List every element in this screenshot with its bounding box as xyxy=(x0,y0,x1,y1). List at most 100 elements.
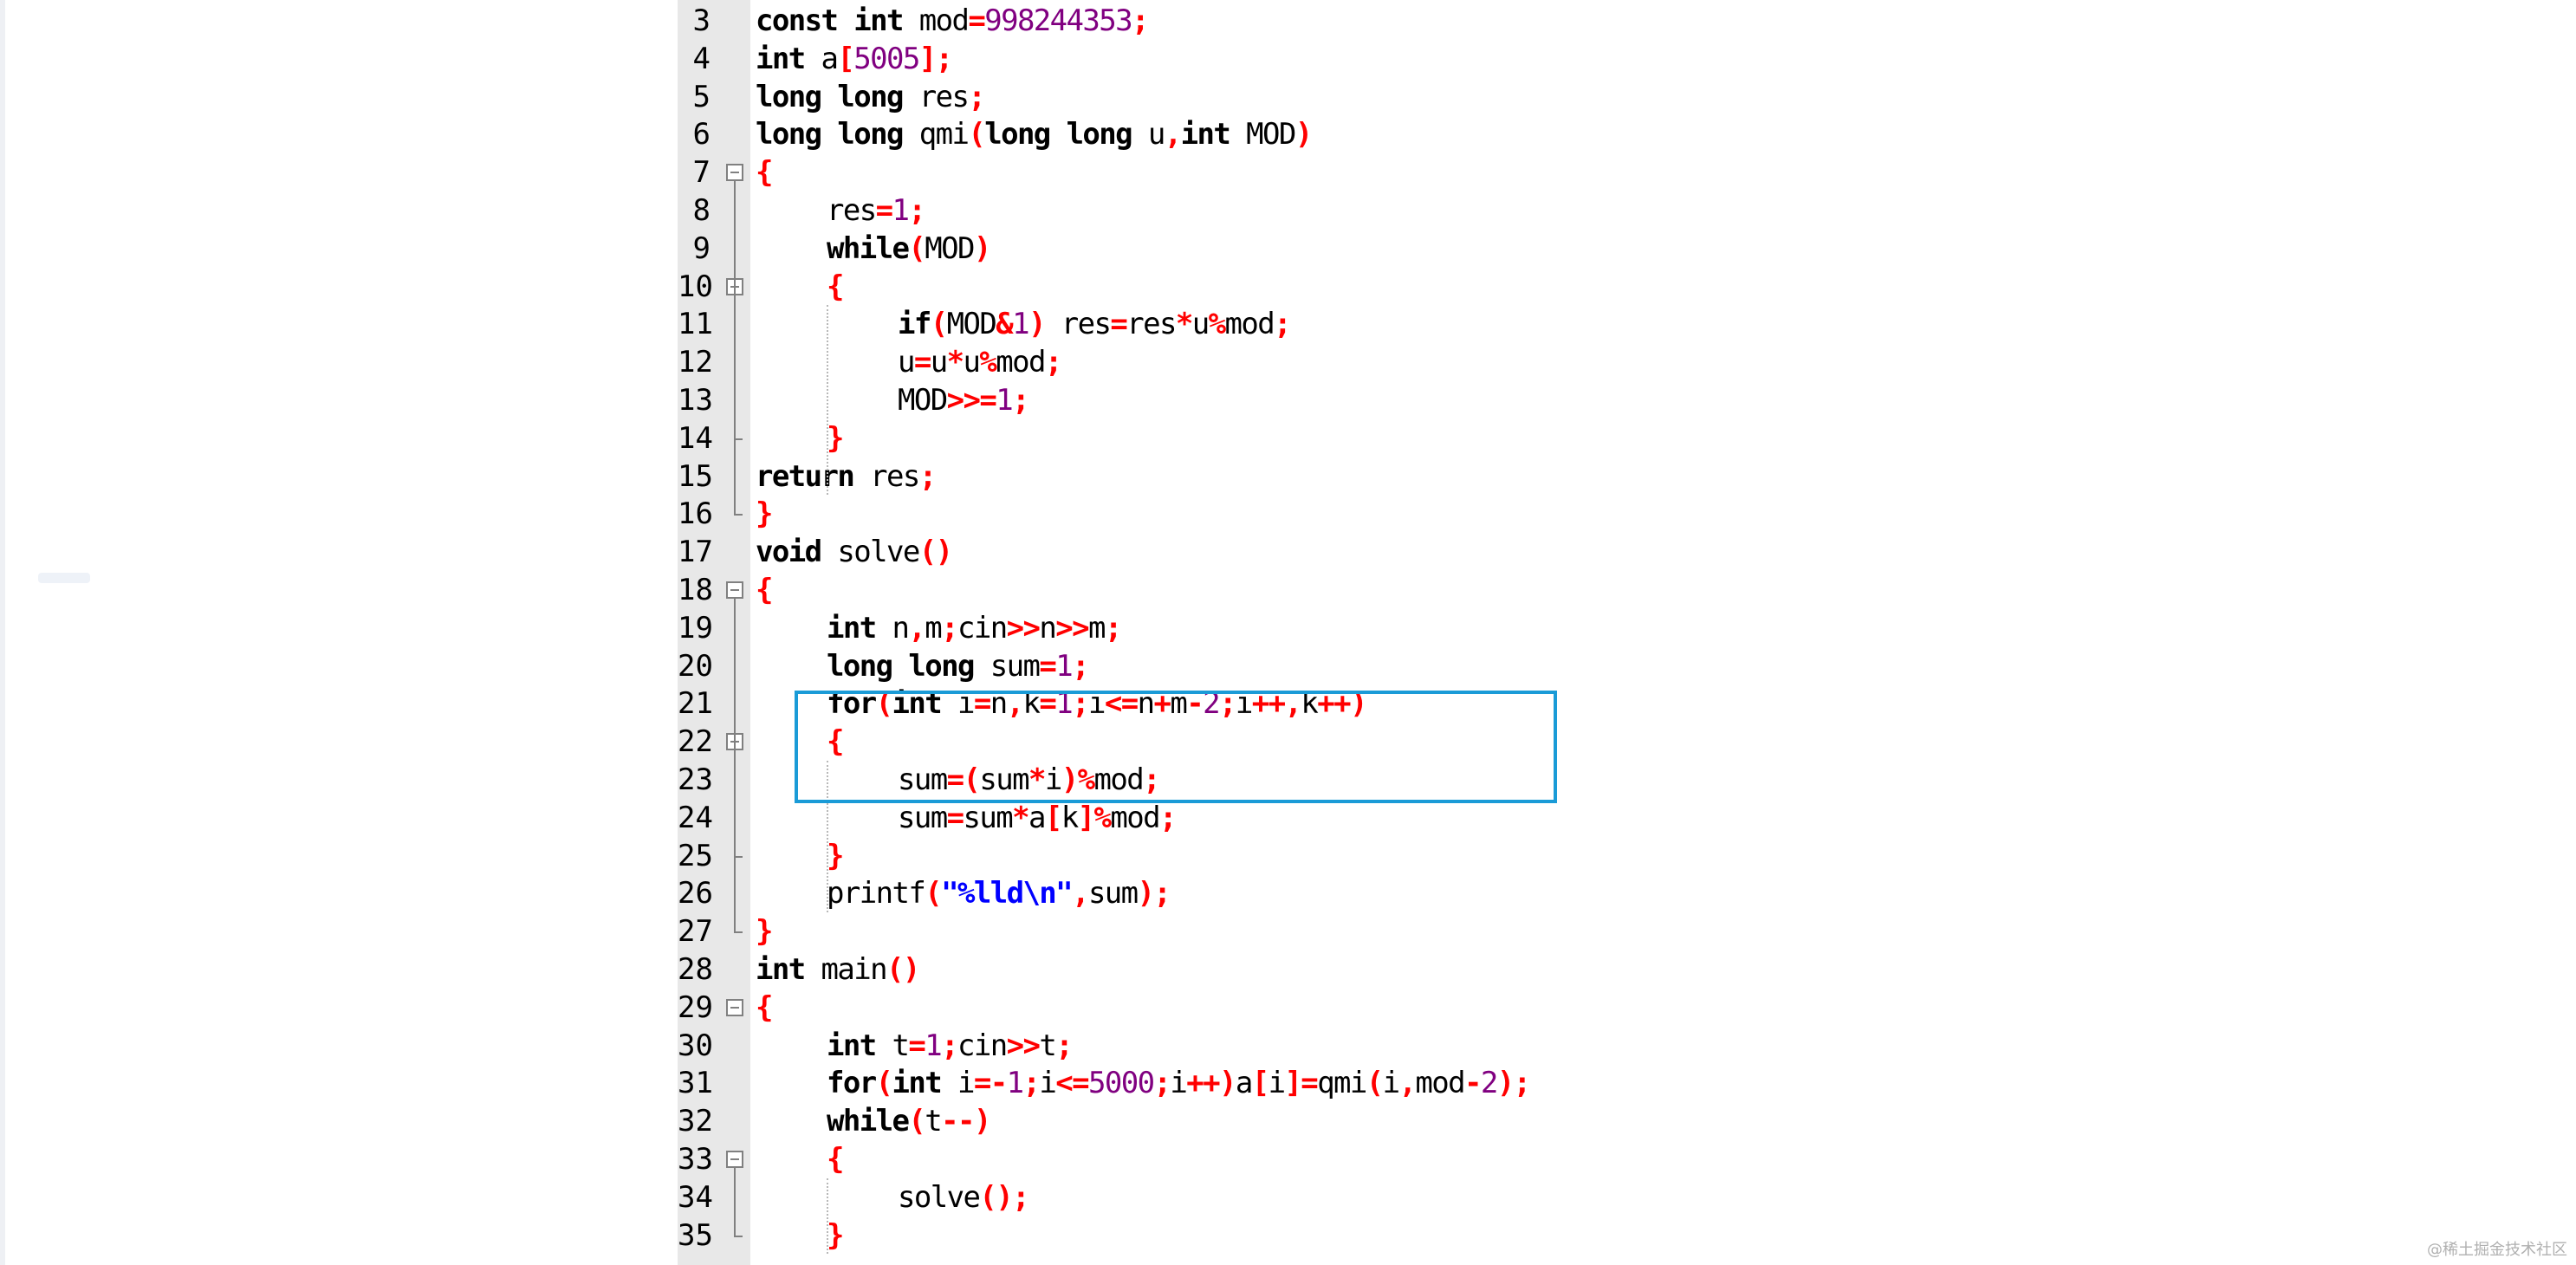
fold-collapse-icon[interactable] xyxy=(726,581,743,599)
code-line[interactable]: { xyxy=(756,153,773,191)
code-token: sum xyxy=(979,762,1029,797)
code-line[interactable]: int t=1;cin>>t; xyxy=(827,1027,1074,1065)
code-token: 998244353 xyxy=(984,3,1132,38)
code-line[interactable]: if(MOD&1) res=res*u%mod; xyxy=(898,305,1292,343)
line-number: 26 xyxy=(678,876,713,911)
code-token: "%lld\n" xyxy=(941,876,1074,911)
line-number: 29 xyxy=(678,989,713,1025)
line-number: 21 xyxy=(678,686,713,722)
code-token: n xyxy=(1137,686,1155,722)
code-token: long xyxy=(1066,117,1133,152)
code-line[interactable]: int main() xyxy=(756,950,920,989)
code-token: } xyxy=(756,496,773,532)
code-token: i xyxy=(1268,1066,1286,1101)
code-line[interactable]: int n,m;cin>>n>>m; xyxy=(827,609,1122,647)
code-token: ; xyxy=(941,1028,958,1063)
code-line[interactable]: long long sum=1; xyxy=(827,647,1090,685)
code-line[interactable]: { xyxy=(827,1140,844,1178)
code-line[interactable]: long long qmi(long long u,int MOD) xyxy=(756,115,1313,153)
code-token: } xyxy=(827,838,844,873)
code-token: n xyxy=(1039,610,1056,645)
line-number: 4 xyxy=(692,41,711,76)
code-token: res xyxy=(1126,307,1177,342)
code-token: - xyxy=(1186,686,1204,722)
code-line[interactable]: } xyxy=(827,837,844,875)
code-token: ( xyxy=(930,307,948,342)
code-line[interactable]: { xyxy=(756,989,773,1027)
fold-end-marker xyxy=(734,438,743,440)
code-line[interactable]: } xyxy=(756,912,773,950)
code-token: sum xyxy=(973,648,1041,684)
code-line[interactable]: printf("%lld\n",sum); xyxy=(827,874,1171,912)
code-line[interactable]: { xyxy=(827,723,844,761)
code-token: () xyxy=(886,952,920,987)
code-token: ++) xyxy=(1186,1066,1236,1101)
code-line[interactable]: void solve() xyxy=(756,533,953,571)
code-token: MOD xyxy=(925,230,975,266)
code-token: } xyxy=(827,1217,844,1253)
code-token: [ xyxy=(1044,800,1062,835)
code-token: = xyxy=(913,345,931,380)
code-token: printf xyxy=(827,876,926,911)
code-token: return xyxy=(756,458,855,494)
fold-collapse-icon[interactable] xyxy=(726,164,743,182)
code-token: sum xyxy=(963,800,1013,835)
code-token: long xyxy=(837,79,904,114)
fold-collapse-icon[interactable] xyxy=(726,998,743,1016)
code-line[interactable]: int a[5005]; xyxy=(756,40,953,78)
line-number: 28 xyxy=(678,952,713,987)
code-line[interactable]: } xyxy=(756,495,773,533)
code-line[interactable]: while(t--) xyxy=(827,1102,991,1140)
code-line[interactable]: for(int i=-1;i<=5000;i++)a[i]=qmi(i,mod-… xyxy=(827,1064,1531,1102)
code-token: mod xyxy=(1415,1066,1465,1101)
code-token: >> xyxy=(1055,610,1089,645)
fold-end-marker xyxy=(734,931,743,934)
code-token: + xyxy=(1153,686,1171,722)
code-line[interactable]: { xyxy=(827,268,844,306)
code-token: { xyxy=(827,269,844,304)
code-token: 5005 xyxy=(853,41,920,76)
code-token: n xyxy=(875,610,909,645)
code-token: ( xyxy=(968,117,985,152)
code-token: { xyxy=(756,989,773,1025)
code-token: cin xyxy=(957,610,1008,645)
code-token: ) xyxy=(1294,117,1313,152)
code-token: ; xyxy=(1158,800,1177,835)
code-token: ( xyxy=(875,1066,893,1101)
code-token: [ xyxy=(1251,1066,1269,1101)
code-token: n xyxy=(990,686,1008,722)
code-token: ; xyxy=(1055,1028,1073,1063)
code-line[interactable]: sum=sum*a[k]%mod; xyxy=(898,799,1177,837)
code-token: = xyxy=(968,3,985,38)
code-token: a xyxy=(1028,800,1046,835)
code-line[interactable]: return res; xyxy=(756,457,937,496)
code-line[interactable]: while(MOD) xyxy=(827,230,991,268)
code-token: = xyxy=(946,800,964,835)
indent-guide xyxy=(827,1177,828,1255)
code-token: t xyxy=(1039,1028,1056,1063)
code-token: { xyxy=(827,1142,844,1177)
code-line[interactable]: u=u*u%mod; xyxy=(898,343,1062,381)
blurred-mark xyxy=(38,573,90,583)
code-token: ( xyxy=(875,686,893,722)
code-token: int xyxy=(1180,117,1231,152)
code-line[interactable]: MOD>>=1; xyxy=(898,381,1030,419)
code-line[interactable]: sum=(sum*i)%mod; xyxy=(898,761,1161,799)
code-token: * xyxy=(1028,762,1046,797)
code-line[interactable]: const int mod=998244353; xyxy=(756,2,1149,40)
code-token: } xyxy=(827,420,844,456)
code-line[interactable]: } xyxy=(827,1216,844,1255)
indent-guide xyxy=(827,761,828,913)
code-line[interactable]: { xyxy=(756,571,773,609)
code-token: sum xyxy=(1087,876,1139,911)
code-line[interactable]: } xyxy=(827,419,844,457)
code-token: { xyxy=(827,724,844,760)
code-token: i xyxy=(1087,686,1106,722)
line-number: 3 xyxy=(692,3,711,38)
code-line[interactable]: long long res; xyxy=(756,78,986,116)
code-line[interactable]: solve(); xyxy=(898,1178,1030,1216)
fold-collapse-icon[interactable] xyxy=(726,1151,743,1168)
code-token: ; xyxy=(918,458,937,494)
code-line[interactable]: res=1; xyxy=(827,191,926,230)
